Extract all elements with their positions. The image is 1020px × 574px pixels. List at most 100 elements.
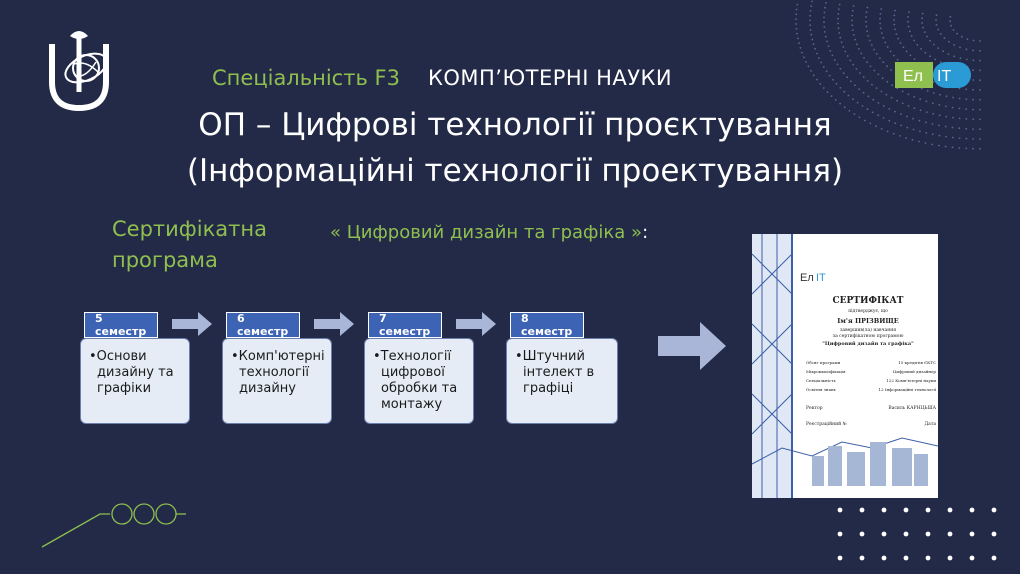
decorative-dot	[865, 16, 867, 18]
decorative-dot	[935, 14, 938, 17]
decorative-dot	[931, 133, 934, 136]
decorative-dot	[879, 13, 882, 15]
decorative-dot	[810, 5, 813, 7]
decorative-dot	[893, 19, 895, 21]
decorative-dot	[925, 507, 931, 513]
decorative-dot	[853, 113, 856, 115]
decorative-dot	[877, 102, 880, 104]
decorative-dot	[947, 507, 953, 513]
decorative-dot	[932, 112, 935, 115]
certificate-program-title: « Цифровий дизайн та графіка »	[330, 222, 643, 243]
decorative-dot	[826, 40, 828, 43]
decorative-dot	[958, 137, 961, 140]
decorative-dot	[950, 24, 952, 27]
decorative-dot	[897, 37, 900, 40]
decorative-dot	[913, 107, 916, 110]
decorative-dot	[837, 13, 840, 15]
decorative-dot	[972, 147, 974, 150]
elit-left-text: Ел	[903, 68, 923, 85]
decorative-dot	[809, 14, 811, 17]
decorative-dot	[870, 44, 873, 46]
decorative-dot	[824, 6, 826, 9]
decorative-dot	[935, 19, 937, 21]
decorative-dot	[958, 97, 961, 100]
certificate-doc-program: "Цифровий дизайн та графіка"	[822, 341, 914, 347]
decorative-dot	[972, 39, 975, 42]
decorative-dot	[856, 101, 859, 104]
decorative-dot	[839, 86, 842, 89]
decorative-dot	[809, 19, 811, 22]
decorative-dot	[947, 531, 953, 537]
decorative-dot	[958, 127, 961, 130]
decorative-dot	[961, 35, 963, 38]
semester-box-5: •Основи дизайну та графіки	[80, 338, 190, 424]
decorative-dot	[822, 66, 825, 68]
semester-8-line: графіці	[523, 381, 574, 396]
decorative-dot	[825, 2, 827, 4]
decorative-dot	[852, 98, 854, 100]
decorative-dot	[931, 102, 934, 105]
decorative-dot	[795, 8, 798, 11]
decorative-dot	[846, 55, 849, 57]
decorative-dot	[922, 26, 924, 29]
decorative-dot	[879, 17, 881, 20]
decorative-dot	[926, 35, 928, 38]
decorative-dot	[979, 59, 981, 62]
specialty-line: Спеціальність F3 КОМП’ЮТЕРНІ НАУКИ	[212, 60, 812, 96]
decorative-dot	[826, 91, 829, 93]
decorative-dot	[965, 118, 968, 120]
decorative-dot	[913, 96, 916, 98]
decorative-dot	[894, 110, 896, 113]
decorative-dot	[919, 109, 922, 112]
cert-date-label: Дата	[924, 422, 936, 427]
decorative-dot	[850, 80, 852, 83]
certificate-label-line1: Сертифікатна	[112, 217, 267, 241]
decorative-dot	[937, 28, 940, 31]
decorative-dot	[916, 43, 919, 46]
certificate-doc-rector: Ректор Василь КАРНЦЬША	[806, 406, 936, 411]
decorative-dot	[959, 57, 962, 60]
decorative-dot	[858, 48, 860, 50]
decorative-dot	[972, 88, 974, 91]
decorative-dot	[837, 507, 843, 513]
semester-7-line: цифрової	[381, 365, 445, 380]
decorative-dot	[839, 102, 841, 105]
decorative-dot	[944, 145, 947, 148]
decorative-dot	[885, 93, 888, 96]
decorative-dot	[925, 555, 931, 561]
decorative-dot	[925, 111, 928, 114]
cert-row-key: Освітня знань	[806, 387, 836, 392]
decorative-dot	[905, 50, 908, 53]
decorative-dot	[862, 91, 865, 94]
decorative-dot	[905, 137, 907, 139]
semester-5-line: графіки	[97, 381, 152, 396]
decorative-dot	[829, 49, 832, 52]
decorative-dot	[951, 146, 954, 149]
decorative-dot	[942, 50, 944, 53]
decorative-dot	[932, 81, 935, 83]
decorative-dot	[797, 37, 799, 40]
decorative-dot	[865, 20, 867, 23]
decorative-dot	[866, 80, 869, 82]
decorative-dot	[880, 8, 883, 10]
decorative-dot	[881, 555, 887, 561]
decorative-dot	[851, 19, 853, 22]
decorative-dot	[972, 98, 975, 101]
decorative-dot	[903, 555, 909, 561]
decorative-dot	[934, 58, 937, 61]
decorative-dot	[894, 28, 896, 31]
decorative-dot	[921, 22, 924, 24]
decorative-dot	[796, 32, 798, 35]
decorative-dot	[958, 147, 961, 149]
decorative-dot	[851, 14, 854, 17]
certificate-elit-badge: Ел ІТ	[800, 272, 826, 284]
decorative-dot	[810, 70, 812, 72]
decorative-dot	[919, 98, 922, 101]
decorative-dot	[842, 72, 845, 74]
certificate-doc-registration: Реєстраційний № Дата	[806, 422, 936, 427]
decorative-dot	[823, 16, 825, 19]
decorative-dot	[895, 33, 898, 35]
decorative-dot	[824, 35, 827, 38]
decorative-dot	[947, 555, 953, 561]
decorative-dot	[873, 48, 875, 51]
